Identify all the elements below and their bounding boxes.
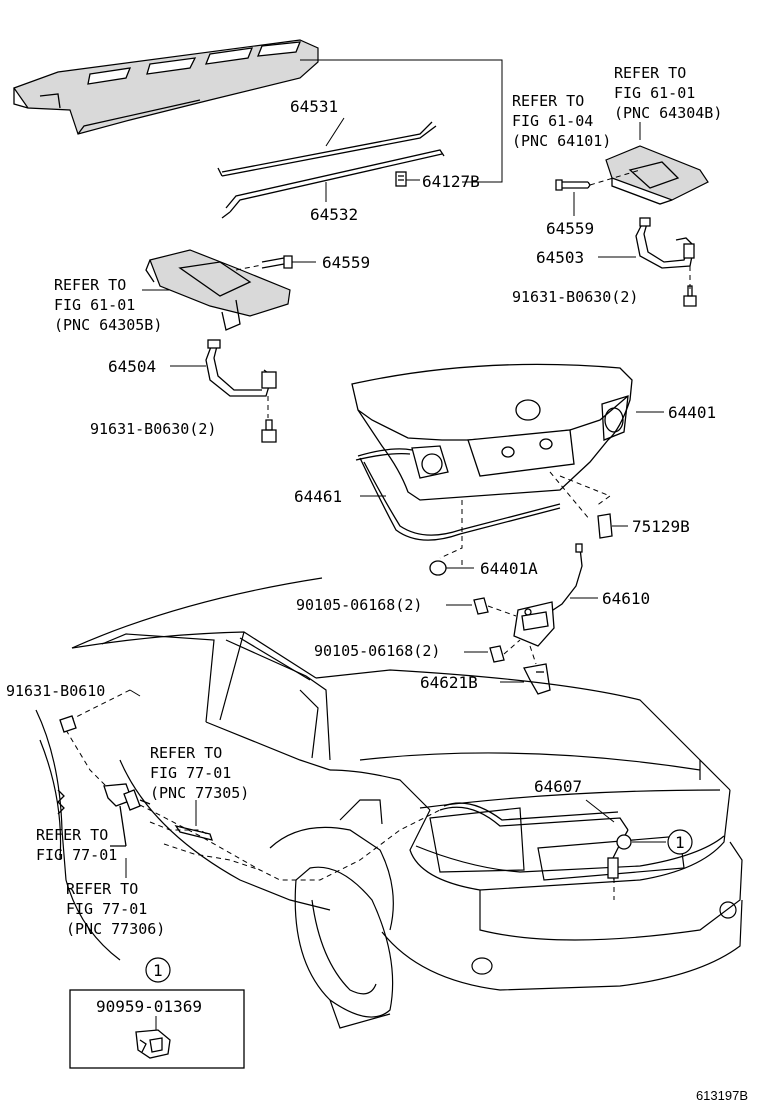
hinge-64503 xyxy=(635,217,695,269)
weatherstrip-64461 xyxy=(355,448,561,541)
refer-6101b-line3: (PNC 64305B) xyxy=(54,316,162,334)
label-90959-01369: 90959-01369 xyxy=(96,997,202,1016)
bolt-90105-a xyxy=(473,597,489,615)
refer-6104-line3: (PNC 64101) xyxy=(512,132,611,150)
car-body-outline xyxy=(35,577,743,1029)
label-64559-right: 64559 xyxy=(546,219,594,238)
refer-7701c-line1: REFER TO xyxy=(66,880,138,898)
rod-64532 xyxy=(221,149,445,219)
refer-7701a-line1: REFER TO xyxy=(150,744,222,762)
label-90105-b: 90105-06168(2) xyxy=(314,642,440,660)
label-64559-left: 64559 xyxy=(322,253,370,272)
spring-clip xyxy=(57,789,65,815)
refer-7701c-line3: (PNC 77306) xyxy=(66,920,165,938)
refer-6101b-line1: REFER TO xyxy=(54,276,126,294)
label-64503: 64503 xyxy=(536,248,584,267)
label-75129B: 75129B xyxy=(632,517,690,536)
refer-7701b-line2: FIG 77-01 xyxy=(36,846,117,864)
refer-6101b-line2: FIG 61-01 xyxy=(54,296,135,314)
refer-6101a-line2: FIG 61-01 xyxy=(614,84,695,102)
trunk-lid-64401 xyxy=(351,363,633,501)
refer-6101a-line3: (PNC 64304B) xyxy=(614,104,722,122)
rod-64531 xyxy=(217,121,437,177)
label-64610: 64610 xyxy=(602,589,650,608)
refer-7701c-line2: FIG 77-01 xyxy=(66,900,147,918)
hinge-64504 xyxy=(205,339,277,397)
bolt-90105-b xyxy=(489,645,505,663)
bolt-64559-right xyxy=(555,179,591,191)
label-64532: 64532 xyxy=(310,205,358,224)
label-64531: 64531 xyxy=(290,97,338,116)
striker-64621B xyxy=(523,663,551,695)
refer-6104-line1: REFER TO xyxy=(512,92,584,110)
figure-id: 613197B xyxy=(696,1088,748,1103)
label-64127B: 64127B xyxy=(422,172,480,191)
label-91631-B0610: 91631-B0610 xyxy=(6,682,105,700)
callout-1-car: 1 xyxy=(675,833,685,852)
tray-bracket-line xyxy=(300,59,503,183)
label-64621B: 64621B xyxy=(420,673,478,692)
bolt-91631-B0610 xyxy=(59,715,77,733)
label-64401: 64401 xyxy=(668,403,716,422)
lock-assembly xyxy=(513,601,555,647)
refer-7701b-line1: REFER TO xyxy=(36,826,108,844)
refer-7701a-line2: FIG 77-01 xyxy=(150,764,231,782)
callout-circle-car xyxy=(667,829,693,855)
bolt-91631-right xyxy=(683,285,697,307)
label-91631-right: 91631-B0630(2) xyxy=(512,288,638,306)
callout-circle-box xyxy=(145,957,171,983)
label-64504: 64504 xyxy=(108,357,156,376)
clip-64127B xyxy=(395,171,407,187)
bumper-64401A xyxy=(429,560,447,576)
refer-6101a-line1: REFER TO xyxy=(614,64,686,82)
callout-1-box: 1 xyxy=(153,961,163,980)
hinge-bracket-left xyxy=(145,249,291,331)
hinge-bracket-right xyxy=(605,145,709,205)
package-tray-panel xyxy=(13,39,319,135)
cable-end-77305 xyxy=(174,824,213,841)
bolt-91631-left xyxy=(261,419,277,443)
label-90105-a: 90105-06168(2) xyxy=(296,596,422,614)
label-91631-left: 91631-B0630(2) xyxy=(90,420,216,438)
refer-7701a-line3: (PNC 77305) xyxy=(150,784,249,802)
cable-64610 xyxy=(549,543,583,613)
label-64607: 64607 xyxy=(534,777,582,796)
release-lever xyxy=(103,783,151,811)
refer-6104-line2: FIG 61-04 xyxy=(512,112,593,130)
label-64461: 64461 xyxy=(294,487,342,506)
bolt-64559-left xyxy=(261,255,293,269)
pad-75129B xyxy=(597,513,613,539)
clamp-90959-01369 xyxy=(135,1029,171,1059)
label-64401A: 64401A xyxy=(480,559,538,578)
